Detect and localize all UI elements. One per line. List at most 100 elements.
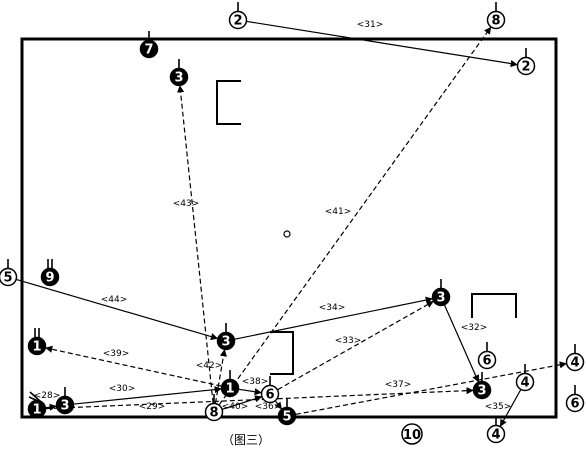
path-label: <31> — [357, 20, 384, 30]
player-number: 6 — [570, 397, 579, 412]
player-number: 4 — [491, 428, 500, 443]
path-line — [295, 361, 567, 415]
player-number: 5 — [282, 410, 291, 425]
path-line — [238, 388, 262, 396]
path-line — [499, 389, 522, 427]
path-line — [444, 304, 480, 383]
center-spot — [283, 230, 291, 238]
player-number: 5 — [3, 271, 12, 286]
player-number: 1 — [225, 382, 234, 397]
player-marker: 3 — [431, 279, 451, 307]
player-number: 3 — [174, 71, 183, 86]
player-marker: 9 — [40, 259, 60, 287]
player-circle — [27, 336, 47, 356]
player-number: 3 — [221, 335, 230, 350]
player-circle — [139, 39, 159, 59]
path-line — [177, 85, 214, 404]
player-number: 3 — [477, 384, 486, 399]
path-line — [16, 278, 219, 341]
path-line — [234, 296, 433, 340]
path-label: <42> — [196, 361, 223, 371]
outside-player-circle — [401, 423, 423, 445]
path-line — [218, 26, 492, 406]
player-number: 1 — [32, 340, 41, 355]
path-label: <32> — [461, 323, 488, 333]
player-circle — [40, 267, 60, 287]
player-number: 8 — [491, 14, 500, 29]
player-circle — [486, 10, 506, 30]
player-circle — [565, 393, 585, 413]
zone-bracket-middle — [270, 331, 294, 375]
player-marker: 8 — [486, 2, 506, 30]
player-circle — [216, 331, 236, 351]
player-marker: 8 — [204, 394, 224, 422]
player-marker: 5 — [277, 398, 297, 426]
zone-bracket-top — [216, 80, 241, 125]
zone-bracket-right — [471, 293, 517, 318]
player-marker: 5 — [0, 259, 18, 287]
path-line — [45, 345, 222, 387]
path-label: <35> — [485, 402, 512, 412]
player-marker: 4 — [565, 344, 585, 372]
path-line — [214, 349, 227, 404]
player-number: 6 — [482, 354, 491, 369]
player-marker: 3 — [472, 372, 492, 400]
player-marker: 1 — [27, 328, 47, 356]
player-marker: 3 — [216, 323, 236, 351]
player-number: 7 — [144, 43, 153, 58]
player-circle — [515, 372, 535, 392]
player-number: 3 — [436, 291, 445, 306]
path-label: <44> — [101, 295, 128, 305]
player-marker: 7 — [139, 31, 159, 59]
outside-player-number: 10 — [403, 428, 421, 443]
player-circle — [0, 267, 18, 287]
path-label: <40> — [222, 402, 249, 412]
player-number: 8 — [209, 406, 218, 421]
path-line — [45, 403, 57, 411]
player-number: 1 — [32, 403, 41, 418]
path-label: <30> — [109, 384, 136, 394]
player-circle — [27, 399, 47, 419]
player-circle — [55, 395, 75, 415]
path-label: <41> — [325, 207, 352, 217]
player-circle — [431, 287, 451, 307]
player-marker: 2 — [516, 48, 536, 76]
player-number: 4 — [570, 356, 579, 371]
player-circle — [477, 350, 497, 370]
figure-caption: （图三） — [222, 433, 270, 447]
path-label: <36> — [255, 402, 282, 412]
path-label: <34> — [319, 303, 346, 313]
player-marker: 3 — [55, 387, 75, 415]
player-marker: 2 — [228, 2, 248, 30]
player-circle — [169, 67, 189, 87]
player-marker: 1 — [220, 370, 240, 398]
player-marker: 4 — [486, 416, 506, 444]
player-marker: 1 — [27, 391, 47, 419]
path-label: <37> — [385, 380, 412, 390]
player-circle — [486, 424, 506, 444]
path-label: <43> — [173, 199, 200, 209]
player-circle — [516, 56, 536, 76]
path-line — [246, 20, 518, 68]
player-circle — [220, 378, 240, 398]
path-line — [45, 387, 474, 410]
path-label: <39> — [103, 349, 130, 359]
player-marker: 6 — [477, 342, 497, 370]
path-line — [277, 300, 434, 391]
player-marker: 3 — [169, 59, 189, 87]
path-label: <33> — [335, 336, 362, 346]
path-line — [73, 386, 222, 405]
path-label: <28> — [34, 391, 61, 401]
path-label: <38> — [242, 377, 269, 387]
player-number: 3 — [60, 399, 69, 414]
player-number: 9 — [45, 271, 54, 286]
paths-layer: <31> <41> <43> <44> <34> <39> <42> <33> <32> <30>… — [16, 20, 567, 427]
outside-player-10: 10 — [401, 423, 423, 445]
player-circle — [260, 384, 280, 404]
player-marker: 4 — [515, 364, 535, 392]
player-circle — [277, 406, 297, 426]
player-marker: 6 — [565, 385, 585, 413]
path-label: <29> — [139, 402, 166, 412]
